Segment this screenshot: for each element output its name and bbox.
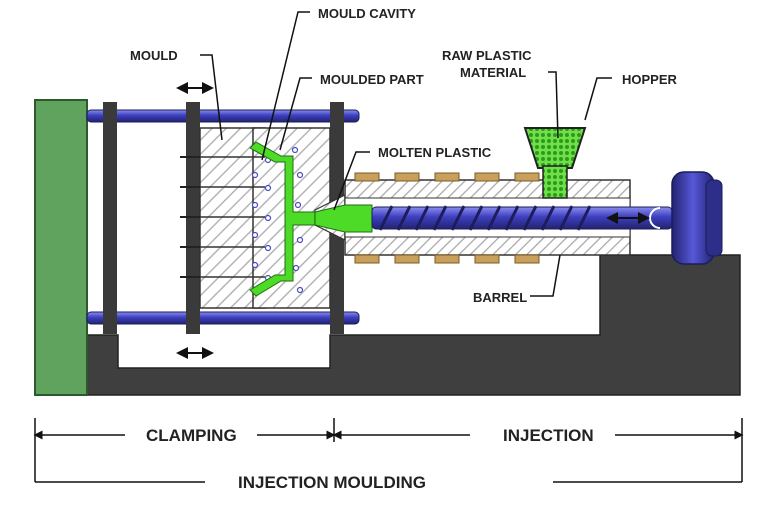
machine-frame: [34, 99, 88, 396]
molten-plastic: [314, 204, 373, 233]
label-raw-plastic-line1: RAW PLASTIC: [442, 48, 532, 63]
label-clamping: CLAMPING: [146, 426, 237, 445]
label-moulded-part: MOULDED PART: [320, 72, 424, 87]
hopper: [523, 127, 587, 199]
machine-base: [84, 254, 741, 396]
dimension-lines: [33, 418, 744, 483]
screw: [371, 205, 673, 231]
heater-bands: [354, 172, 540, 264]
leader-lines: [200, 11, 612, 297]
label-barrel: BARREL: [473, 290, 527, 305]
label-injection-moulding: INJECTION MOULDING: [238, 473, 426, 492]
label-injection: INJECTION: [503, 426, 594, 445]
drive-motor: [649, 171, 723, 265]
moulded-part: [249, 141, 316, 297]
label-raw-plastic-line2: MATERIAL: [460, 65, 526, 80]
label-molten-plastic: MOLTEN PLASTIC: [378, 145, 492, 160]
motion-arrows: [176, 82, 650, 359]
label-mould-cavity: MOULD CAVITY: [318, 6, 416, 21]
label-hopper: HOPPER: [622, 72, 678, 87]
ejector-pins: [180, 156, 200, 278]
label-mould: MOULD: [130, 48, 178, 63]
